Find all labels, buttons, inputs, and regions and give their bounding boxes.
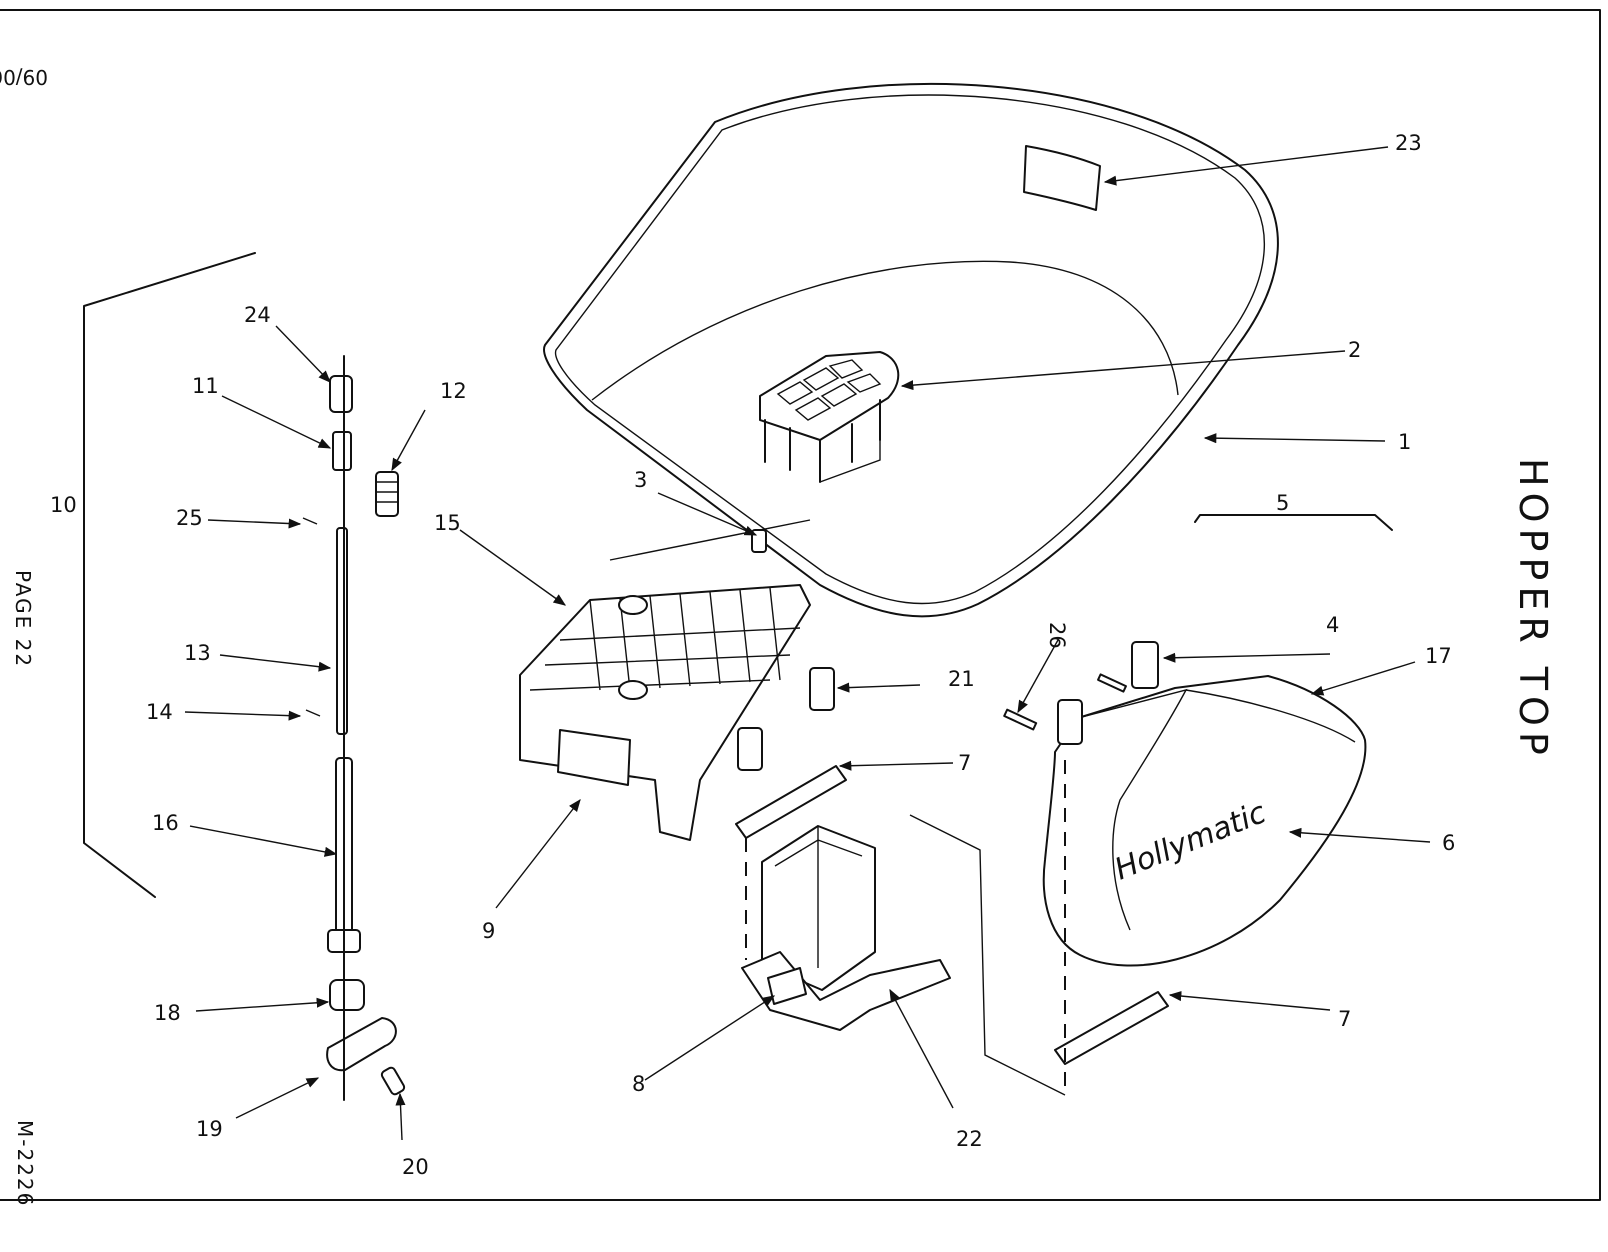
side-cover (1042, 675, 1367, 967)
callout-22: 22 (956, 1127, 983, 1151)
callout-4: 4 (1326, 613, 1339, 637)
callout-25: 25 (176, 506, 203, 530)
fitting-4 (1131, 641, 1159, 689)
callout-20: 20 (402, 1155, 429, 1179)
shaft-assembly (302, 355, 406, 1101)
alignment-line (909, 814, 1066, 1096)
callout-5: 5 (1276, 491, 1289, 515)
date-code: 09/06 (0, 65, 48, 89)
callout-15: 15 (434, 511, 461, 535)
callout-10: 10 (50, 493, 77, 517)
chute (741, 825, 951, 1031)
callout-3: 3 (634, 468, 647, 492)
strap-lower (1054, 991, 1169, 1065)
callout-numbers: 1 2 3 4 5 6 7 7 8 9 10 11 12 13 14 15 16… (50, 131, 1455, 1179)
callout-12: 12 (440, 379, 467, 403)
callout-24: 24 (244, 303, 271, 327)
callout-26: 26 (1045, 622, 1069, 649)
callout-21: 21 (948, 667, 975, 691)
callout-23: 23 (1395, 131, 1422, 155)
grid-insert (759, 351, 900, 483)
fitting-21 (809, 667, 835, 711)
pin-26 (1003, 708, 1038, 731)
callout-11: 11 (192, 374, 219, 398)
callout-1: 1 (1398, 430, 1411, 454)
hopper-bowl (543, 82, 1279, 618)
label-plate (1023, 145, 1101, 211)
group-bracket-10 (83, 252, 256, 898)
pin-26b (1097, 673, 1127, 693)
callout-14: 14 (146, 700, 173, 724)
callout-8: 8 (632, 1072, 645, 1096)
callout-9: 9 (482, 919, 495, 943)
front-plate (519, 519, 811, 841)
diagram-title: HOPPER TOP (1511, 458, 1555, 761)
callout-7-upper: 7 (958, 751, 971, 775)
callout-2: 2 (1348, 338, 1361, 362)
strap-upper (735, 765, 847, 839)
callout-18: 18 (154, 1001, 181, 1025)
screw-3 (751, 529, 767, 553)
callout-13: 13 (184, 641, 211, 665)
drawing-number: M-2226 (13, 1120, 37, 1207)
fitting-mid (1057, 699, 1083, 745)
callout-17: 17 (1425, 644, 1452, 668)
page-border (0, 9, 1601, 1201)
leader-lines (184, 146, 1431, 1141)
callout-19: 19 (196, 1117, 223, 1141)
callout-16: 16 (152, 811, 179, 835)
group-bracket-5 (1194, 514, 1393, 531)
fitting-left (737, 727, 763, 771)
callout-7-lower: 7 (1338, 1007, 1351, 1031)
page-label: PAGE 22 (11, 570, 35, 668)
callout-6: 6 (1442, 831, 1455, 855)
